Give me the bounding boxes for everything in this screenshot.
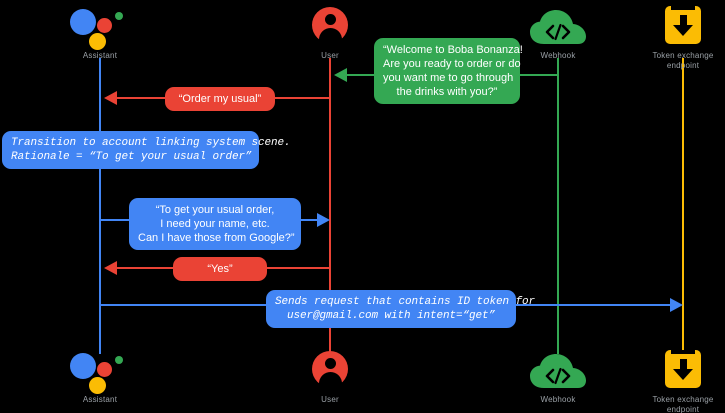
message-bubble-welcome[interactable]: “Welcome to Boba Bonanza! Are you ready … <box>374 38 523 104</box>
download-arrow-head <box>673 369 693 380</box>
user-body <box>319 372 342 388</box>
token-box-notch <box>671 6 695 10</box>
message-bubble-need-your-name[interactable]: “To get your usual order, I need your na… <box>129 198 301 250</box>
assistant-dot-blue <box>70 353 96 379</box>
assistant-dot-green <box>115 356 123 364</box>
bubble-line: “To get your usual order, <box>155 204 275 216</box>
actor-token-endpoint-bottom[interactable]: Token exchange endpoint <box>623 348 725 413</box>
actor-assistant-bottom[interactable]: Assistant <box>40 348 160 405</box>
arrow-head-need-your-name <box>317 213 330 227</box>
user-avatar-icon <box>270 4 390 48</box>
user-avatar-icon <box>270 348 390 392</box>
actor-user-bottom[interactable]: User <box>270 348 390 405</box>
message-bubble-transition-note[interactable]: Transition to account linking system sce… <box>2 131 291 169</box>
download-box-icon <box>623 348 725 392</box>
bubble-line: user@gmail.com with intent=“get” <box>286 310 496 322</box>
bubble-line: “Yes” <box>207 263 233 275</box>
user-head <box>325 358 336 369</box>
arrow-head-sends-request <box>670 298 683 312</box>
bubble-line: Can I have those from Google?” <box>138 232 295 244</box>
assistant-dot-yellow <box>89 33 106 50</box>
bubble-line: I need your name, etc. <box>160 218 270 230</box>
cloud-code-svg <box>530 354 586 388</box>
token-box-notch <box>671 350 695 354</box>
assistant-dot-yellow <box>89 377 106 394</box>
user-body <box>319 28 342 44</box>
actor-webhook-bottom[interactable]: Webhook <box>498 348 618 405</box>
arrow-head-order-my-usual <box>104 91 117 105</box>
cloud-code-icon <box>498 4 618 48</box>
assistant-dot-red <box>97 362 112 377</box>
actor-token-endpoint-top[interactable]: Token exchange endpoint <box>623 4 725 71</box>
actor-label-token-endpoint: Token exchange endpoint <box>623 395 725 413</box>
google-assistant-icon <box>40 4 160 50</box>
bubble-line: Rationale = “To get your usual order” <box>11 151 252 163</box>
assistant-dot-blue <box>70 9 96 35</box>
bubble-line: you want me to go through <box>383 72 514 84</box>
actor-label-user: User <box>321 395 339 404</box>
message-bubble-yes[interactable]: “Yes” <box>173 257 267 281</box>
download-arrow-stem <box>680 359 687 371</box>
assistant-dot-red <box>97 18 112 33</box>
token-label-line-2: endpoint <box>666 405 700 413</box>
lifeline-webhook <box>557 58 559 354</box>
bubble-line: “Welcome to Boba Bonanza! <box>383 44 523 56</box>
message-bubble-sends-request[interactable]: Sends request that contains ID token for… <box>266 290 536 328</box>
arrow-head-welcome <box>334 68 347 82</box>
actor-label-webhook: Webhook <box>540 51 576 60</box>
message-bubble-order-my-usual[interactable]: “Order my usual” <box>165 87 275 111</box>
actor-webhook-top[interactable]: Webhook <box>498 4 618 61</box>
bubble-line: the drinks with you?” <box>396 86 498 98</box>
actor-assistant-top[interactable]: Assistant <box>40 4 160 61</box>
actor-label-assistant: Assistant <box>82 395 118 404</box>
token-label-line-1: Token exchange <box>652 51 714 60</box>
cloud-code-svg <box>530 10 586 44</box>
bubble-line: Sends request that contains ID token for <box>275 296 536 308</box>
lifeline-token-exchange-endpoint <box>682 58 684 354</box>
actor-label-assistant: Assistant <box>82 51 118 60</box>
actor-label-token-endpoint: Token exchange endpoint <box>623 51 725 71</box>
actor-user-top[interactable]: User <box>270 4 390 61</box>
download-arrow-stem <box>680 15 687 27</box>
cloud-code-icon <box>498 348 618 392</box>
download-arrow-head <box>673 25 693 36</box>
token-label-line-1: Token exchange <box>652 395 714 404</box>
actor-label-user: User <box>321 51 339 60</box>
bubble-line: “Order my usual” <box>178 93 262 105</box>
download-box-icon <box>623 4 725 48</box>
actor-label-webhook: Webhook <box>540 395 576 404</box>
lifeline-user <box>329 58 331 354</box>
bubble-line: Are you ready to order or do <box>383 58 521 70</box>
bubble-line: Transition to account linking system sce… <box>11 137 291 149</box>
token-label-line-2: endpoint <box>666 61 700 70</box>
arrow-head-yes <box>104 261 117 275</box>
lifeline-assistant <box>99 58 101 354</box>
google-assistant-icon <box>40 348 160 394</box>
assistant-dot-green <box>115 12 123 20</box>
user-head <box>325 14 336 25</box>
